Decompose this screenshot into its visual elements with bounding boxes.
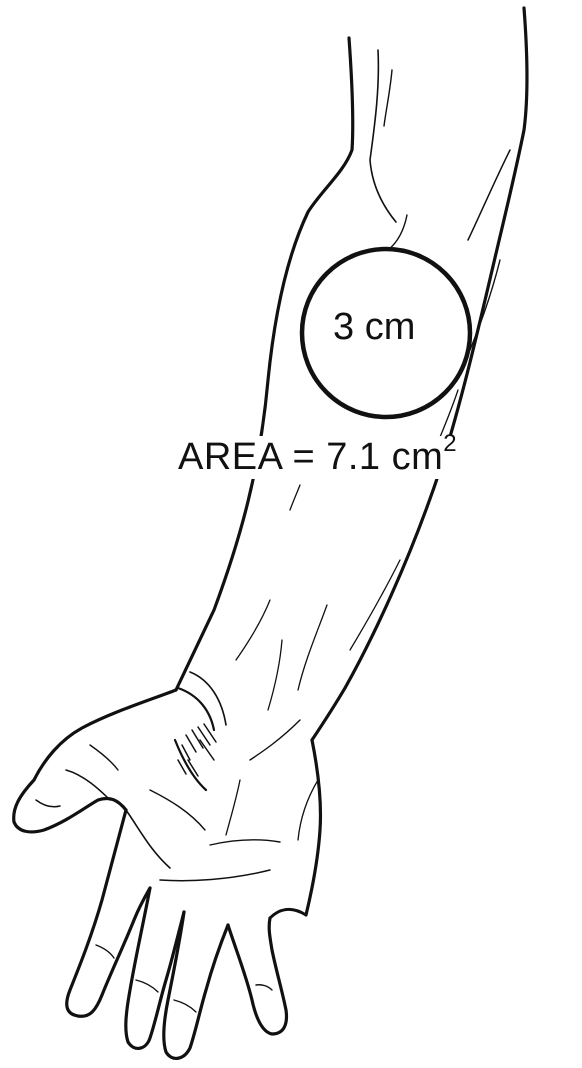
forearm-inner-line-9 xyxy=(350,560,400,650)
little-finger-crease xyxy=(256,985,272,990)
thenar-hatching xyxy=(175,724,216,790)
palm-ulnar-crease xyxy=(298,780,318,840)
little-finger-side xyxy=(270,909,306,918)
little-finger xyxy=(228,918,286,1034)
palm-crease-3 xyxy=(160,870,270,881)
thumb-crease-2 xyxy=(66,770,110,800)
forearm-left-outline xyxy=(176,38,353,690)
thumb-crease-3 xyxy=(90,745,118,770)
forearm-inner-line-8 xyxy=(298,605,327,690)
index-finger-crease xyxy=(96,945,114,958)
area-label: AREA = 7.1 cm2 xyxy=(176,436,459,479)
palm-crease-1 xyxy=(126,810,170,868)
wrist-crease-4 xyxy=(268,640,282,710)
thumb-outline xyxy=(14,690,176,832)
ring-finger-crease xyxy=(174,1000,196,1012)
area-label-exponent: 2 xyxy=(443,430,457,457)
wrist-tendon-line xyxy=(250,720,300,760)
middle-finger-crease xyxy=(136,980,158,992)
thumb-crease-1 xyxy=(36,800,60,807)
area-label-text: AREA = 7.1 cm xyxy=(178,436,443,478)
wrist-crease-3 xyxy=(236,600,270,660)
forearm-inner-line-2 xyxy=(384,70,392,126)
index-finger xyxy=(67,810,150,1016)
forearm-inner-line-3 xyxy=(388,215,407,250)
ring-finger xyxy=(164,912,228,1058)
forearm-right-outline xyxy=(312,8,527,740)
forearm-inner-line-7 xyxy=(290,485,300,510)
circle-diameter-label: 3 cm xyxy=(333,306,415,349)
palm-crease-2 xyxy=(150,790,205,830)
palm-ulnar-edge xyxy=(306,740,321,915)
palm-crease-4 xyxy=(210,840,280,845)
wrist-crease-1 xyxy=(178,688,214,730)
palm-crease-5 xyxy=(226,780,240,835)
